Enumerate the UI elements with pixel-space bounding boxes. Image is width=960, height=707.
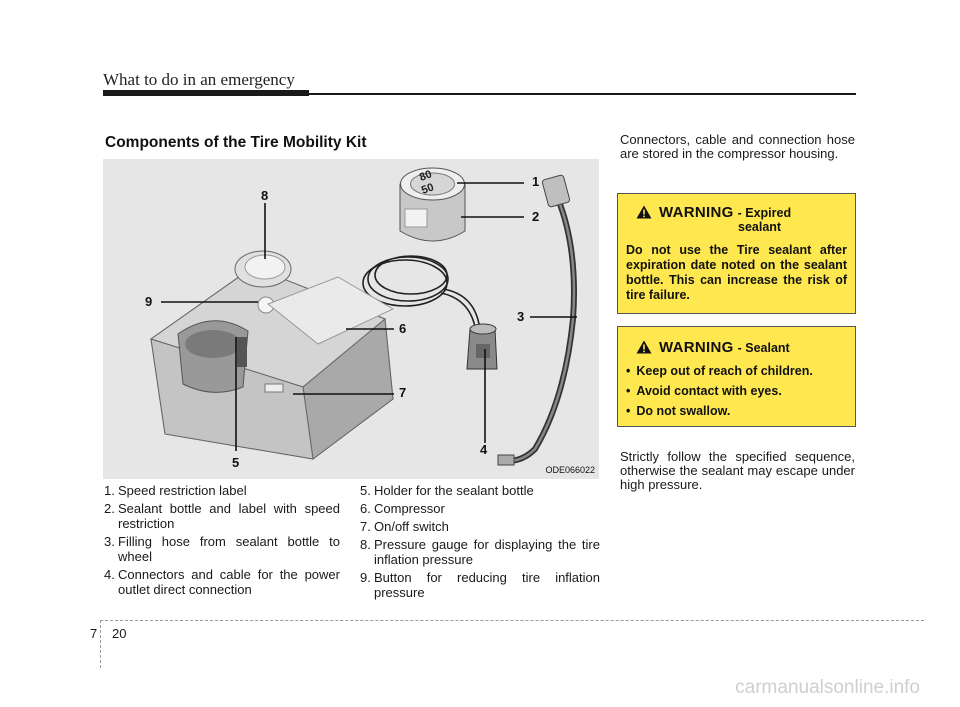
callout-9: 9 [145, 294, 153, 309]
warning-triangle-icon [636, 205, 652, 219]
legend-item: 5.Holder for the sealant bottle [360, 483, 600, 498]
legend-item: 2.Sealant bottle and label with speed re… [104, 501, 340, 531]
outro-paragraph: Strictly follow the specified sequence, … [620, 449, 855, 492]
section-heading: Components of the Tire Mobility Kit [105, 134, 367, 151]
legend-num: 3. [104, 534, 115, 549]
compressor-housing [149, 250, 395, 460]
warning-list: Keep out of reach of children. Avoid con… [626, 364, 847, 419]
warning-subject-line2: sealant [738, 220, 782, 234]
legend-num: 6. [360, 501, 371, 516]
figure-code: ODE066022 [545, 465, 595, 475]
warning-word: WARNING [659, 339, 734, 356]
legend-num: 1. [104, 483, 115, 498]
warning-expired-sealant: WARNING - Expired sealant Do not use the… [617, 193, 856, 314]
footer-rule [100, 620, 924, 621]
legend-item: 7.On/off switch [360, 519, 600, 534]
legend-text: Filling hose from sealant bottle to whee… [118, 534, 340, 564]
page-number: 20 [112, 626, 127, 641]
callout-8: 8 [261, 188, 269, 203]
warning-subject: - Sealant [737, 341, 790, 355]
callout-4: 4 [480, 442, 488, 457]
warning-list-item: Do not swallow. [626, 404, 847, 419]
warning-sealant: WARNING - Sealant Keep out of reach of c… [617, 326, 856, 427]
filling-hose [497, 174, 577, 466]
callout-6: 6 [399, 321, 407, 336]
legend-num: 7. [360, 519, 371, 534]
callout-3: 3 [517, 309, 525, 324]
gauge-mark-text: 50 [420, 181, 436, 196]
callout-7: 7 [399, 385, 407, 400]
legend-num: 8. [360, 537, 371, 552]
legend-item: 3.Filling hose from sealant bottle to wh… [104, 534, 340, 564]
tire-mobility-kit-figure: 80 50 [103, 159, 599, 479]
callout-5: 5 [232, 455, 240, 470]
kit-illustration: 80 50 [149, 167, 577, 466]
chapter-number: 7 [90, 626, 98, 641]
connector-plug [466, 323, 498, 370]
legend-text: Speed restriction label [118, 483, 247, 498]
leader-lines [161, 182, 577, 451]
warning-list-item: Keep out of reach of children. [626, 364, 847, 379]
watermark: carmanualsonline.info [735, 677, 920, 698]
legend-text: On/off switch [374, 519, 449, 534]
warning-triangle-icon [636, 340, 652, 354]
legend-text: Pressure gauge for displaying the tire i… [374, 537, 600, 567]
warning-header: WARNING - Expired [636, 204, 847, 221]
warning-list-item: Avoid contact with eyes. [626, 384, 847, 399]
warning-header: WARNING - Sealant [636, 339, 847, 356]
callout-2: 2 [532, 209, 540, 224]
legend-text: Holder for the sealant bottle [374, 483, 534, 498]
legend-text: Compressor [374, 501, 445, 516]
callout-1: 1 [532, 174, 540, 189]
header-rule-thin [309, 93, 856, 95]
warning-word: WARNING [659, 204, 734, 221]
legend-text: Connectors and cable for the power outle… [118, 567, 340, 597]
legend-text: Button for reducing tire inflation press… [374, 570, 600, 600]
legend-num: 2. [104, 501, 115, 516]
warning-subject: - Expired [737, 206, 792, 220]
legend-item: 8.Pressure gauge for displaying the tire… [360, 537, 600, 567]
warning-body: Do not use the Tire sealant after expira… [626, 243, 847, 302]
intro-paragraph: Connectors, cable and connection hose ar… [620, 132, 855, 161]
header-rule-thick [103, 90, 309, 96]
legend-right: 5.Holder for the sealant bottle 6.Compre… [360, 483, 600, 603]
running-header: What to do in an emergency [103, 70, 295, 89]
legend-item: 9.Button for reducing tire inflation pre… [360, 570, 600, 600]
legend-text: Sealant bottle and label with speed rest… [118, 501, 340, 531]
legend-num: 9. [360, 570, 371, 585]
legend-item: 4.Connectors and cable for the power out… [104, 567, 340, 597]
legend-left: 1.Speed restriction label 2.Sealant bott… [104, 483, 340, 600]
power-cable [362, 255, 480, 328]
legend-item: 1.Speed restriction label [104, 483, 340, 498]
legend-num: 5. [360, 483, 371, 498]
sealant-bottle: 80 50 [399, 167, 466, 242]
legend-item: 6.Compressor [360, 501, 600, 516]
footer-vertical-rule [100, 620, 101, 668]
gauge-mark-text: 80 [418, 168, 434, 183]
legend-num: 4. [104, 567, 115, 582]
